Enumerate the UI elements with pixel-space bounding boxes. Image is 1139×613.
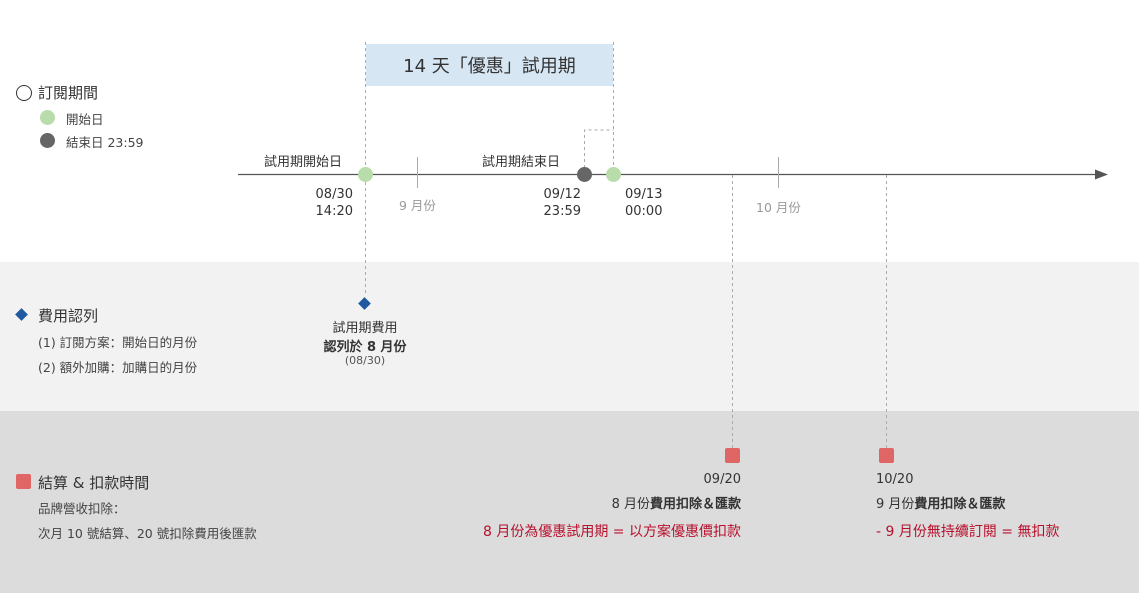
- settle1-note: 8 月份為優惠試用期 = 以方案優惠價扣款: [483, 524, 741, 540]
- month-sep-label: 9 月份: [399, 198, 436, 213]
- settle1-marker: [725, 448, 740, 463]
- settle1-month: 8 月份: [611, 497, 650, 512]
- trial-end-dot: [577, 167, 592, 182]
- settle2-action: 費用扣除＆匯款: [914, 497, 1006, 512]
- trial-start-dot: [358, 167, 373, 182]
- recognition-note-line3: (08/30): [344, 354, 386, 367]
- start-dot-icon: [40, 110, 55, 125]
- end-date: 09/12: [543, 187, 581, 202]
- start-date: 08/30: [315, 187, 353, 202]
- legend-end-label: 結束日 23:59: [66, 135, 144, 150]
- settle2-month: 9 月份: [876, 497, 915, 512]
- end-time: 23:59: [543, 204, 581, 219]
- end-dot-icon: [40, 133, 55, 148]
- recognition-band: [0, 262, 1139, 411]
- recognition-item1: (1) 訂閱方案：開始日的月份: [38, 335, 198, 350]
- settlement-line2: 次月 10 號結算、20 號扣除費用後匯款: [38, 526, 257, 541]
- legend-start-label: 開始日: [66, 112, 104, 127]
- settle1-desc: 8 月份費用扣除＆匯款: [540, 493, 741, 512]
- subscription-ring-icon: [16, 85, 32, 101]
- end-bracket: [584, 129, 614, 168]
- settlement-band: [0, 411, 1139, 593]
- recognition-note-line2: 認列於 8 月份: [323, 340, 407, 355]
- settle2-date: 10/20: [876, 472, 914, 487]
- trial-start-label: 試用期開始日: [264, 155, 343, 170]
- recognition-title: 費用認列: [38, 307, 99, 325]
- start-time: 14:20: [315, 204, 353, 219]
- timeline-arrowhead: [1095, 169, 1108, 180]
- next-date: 09/13: [625, 187, 663, 202]
- month-oct-label: 10 月份: [756, 200, 801, 215]
- subscription-title: 訂閱期間: [38, 84, 99, 102]
- settle1-date: 09/20: [703, 472, 741, 487]
- recognition-note-line1: 試用期費用: [332, 321, 398, 336]
- settlement-square-icon: [16, 474, 31, 489]
- next-start-dot: [606, 167, 621, 182]
- settlement-title: 結算 & 扣款時間: [38, 474, 150, 492]
- settle1-action: 費用扣除＆匯款: [649, 497, 741, 512]
- trial-end-label: 試用期結束日: [482, 155, 561, 170]
- trial-period-label: 14 天「優惠」試用期: [403, 56, 576, 77]
- settle2-desc: 9 月份費用扣除＆匯款: [876, 493, 1005, 512]
- settlement-line1: 品牌營收扣除：: [38, 501, 126, 516]
- recognition-item2: (2) 額外加購：加購日的月份: [38, 360, 198, 375]
- settle2-note: - 9 月份無持續訂閱 = 無扣款: [876, 524, 1060, 540]
- next-time: 00:00: [625, 204, 663, 219]
- settle2-marker: [879, 448, 894, 463]
- trial-period-box: 14 天「優惠」試用期: [366, 44, 613, 86]
